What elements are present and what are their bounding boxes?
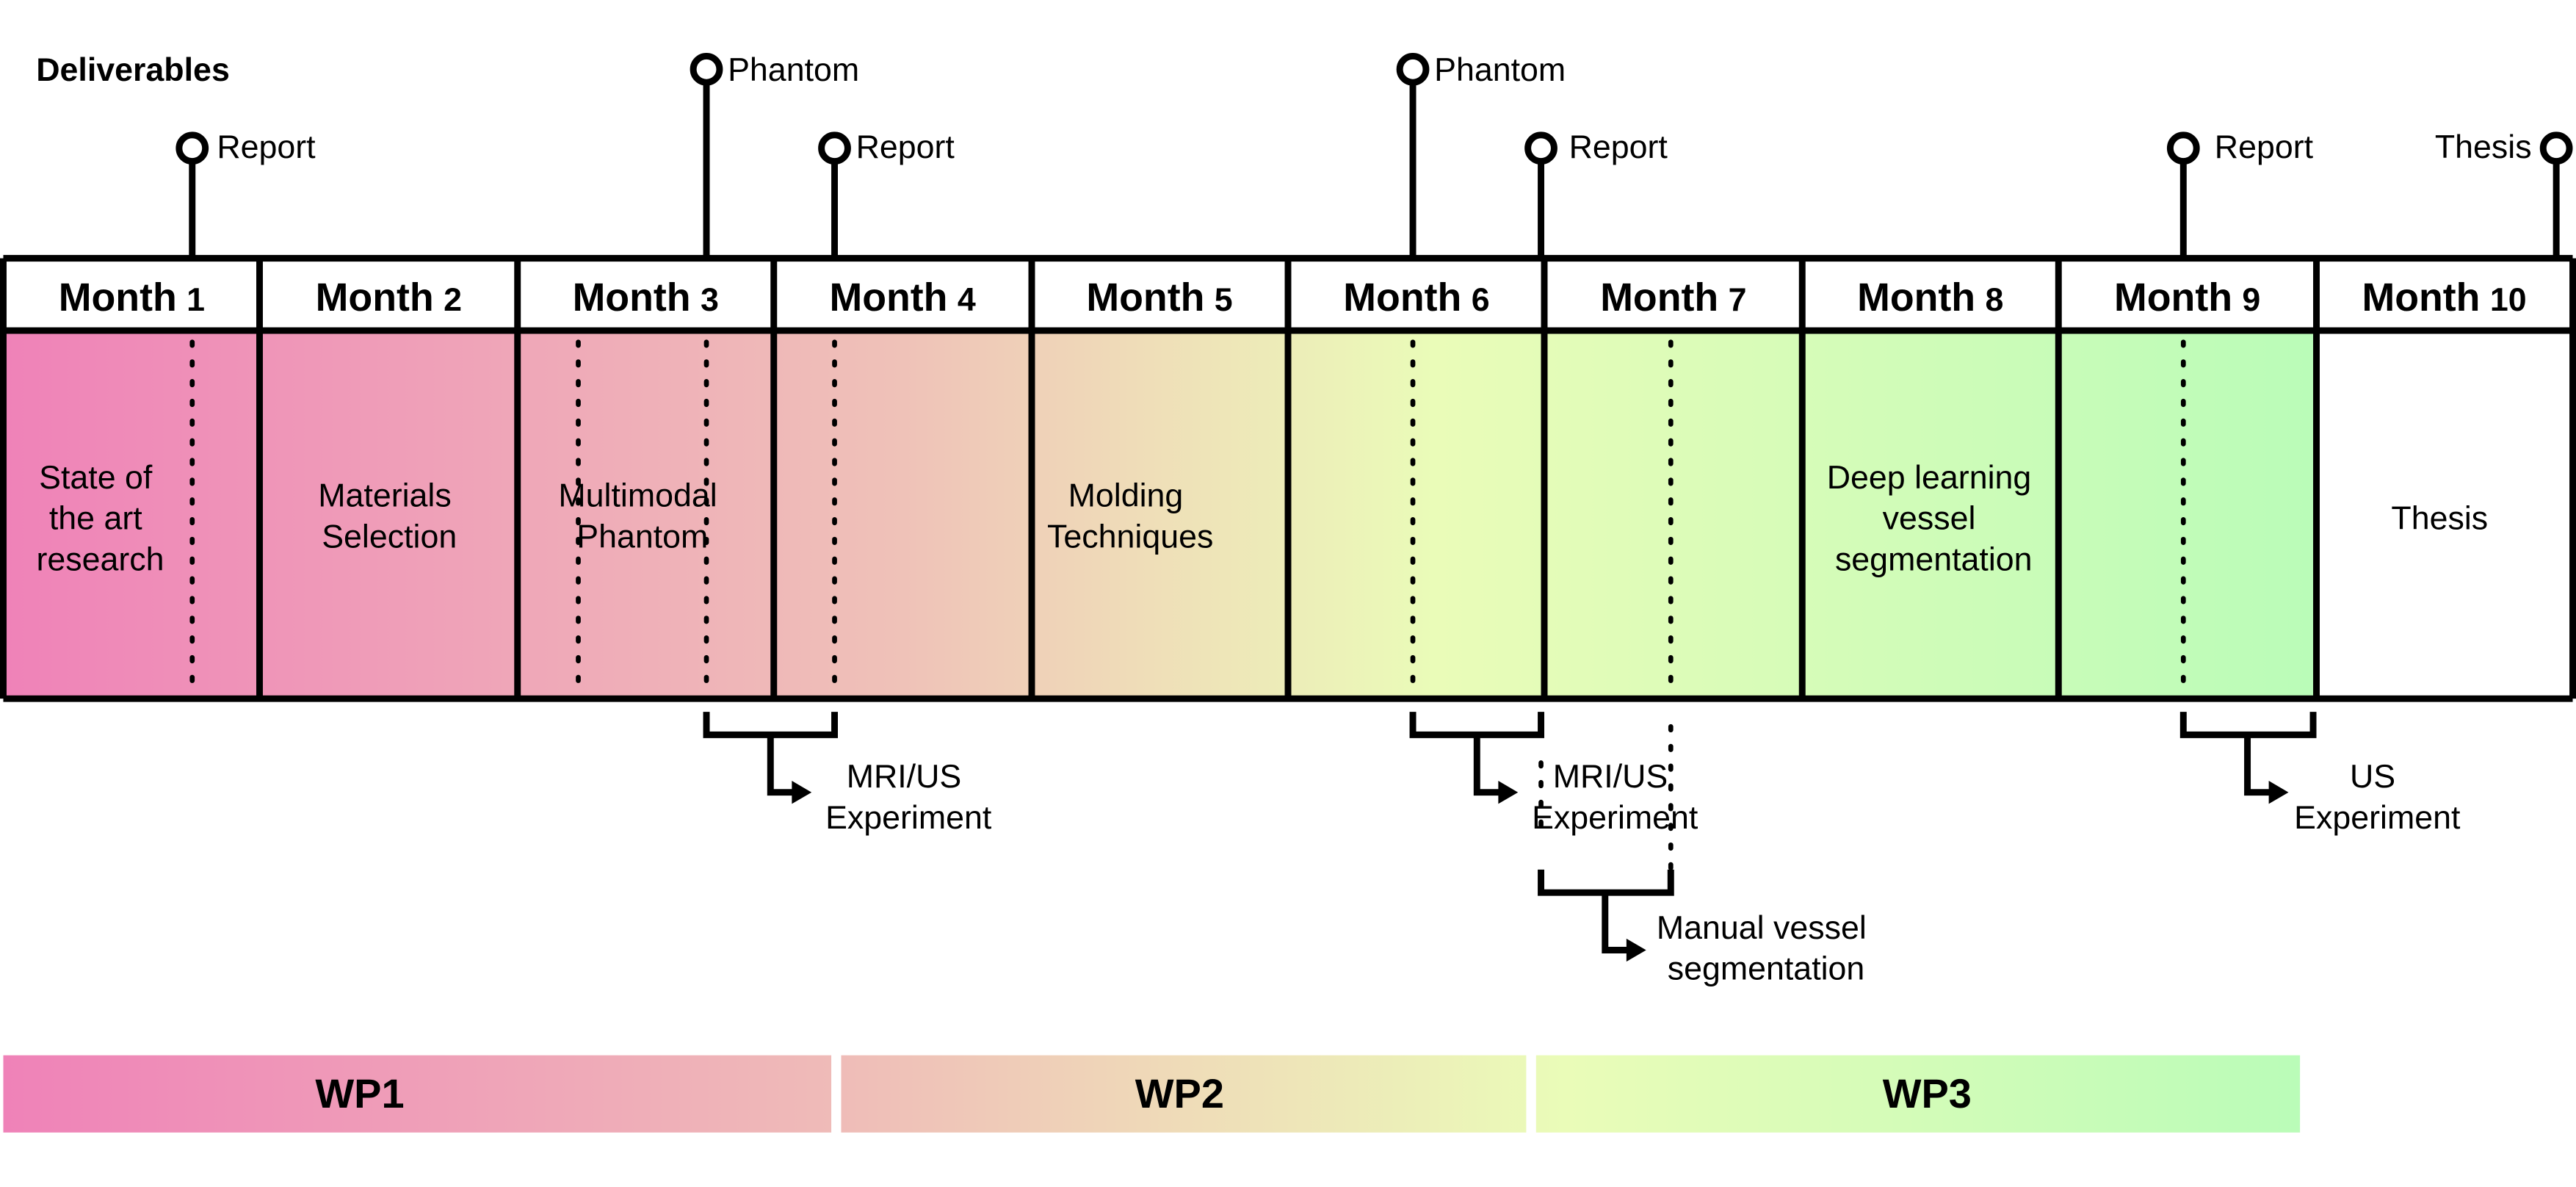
deliverable-label: Phantom: [728, 51, 859, 88]
arrow-heads: [792, 781, 2289, 962]
bracket: [1409, 712, 1545, 738]
wp3-label: WP3: [1883, 1070, 1972, 1116]
arrow-right-icon: [1498, 781, 1519, 804]
deliverable-label: Thesis: [2435, 129, 2532, 165]
deliverable-label: Report: [217, 129, 316, 165]
work-package-bar: [3, 1055, 2301, 1133]
task-multimodal-phantom: Multimodal Phantom: [558, 477, 726, 555]
pin-circle-icon: [2166, 131, 2200, 165]
pin-circle-icon: [1396, 52, 1430, 86]
experiment-label: MRI/US Experiment: [825, 758, 992, 836]
deliverable-pins: [176, 52, 2573, 259]
wp-labels: WP1 WP2 WP3: [315, 1070, 1972, 1116]
task-deep-learning: Deep learning vessel segmentation: [1827, 459, 2041, 578]
bracket-arrow: [2244, 735, 2273, 796]
month10-fill: [2313, 331, 2573, 699]
wp1-label: WP1: [315, 1070, 404, 1116]
experiment-label: US Experiment: [2294, 758, 2461, 836]
experiment-label: MRI/US Experiment: [1532, 758, 1698, 836]
deliverable-label: Phantom: [1434, 51, 1566, 88]
pin-circle-icon: [176, 131, 209, 165]
bracket: [1538, 869, 1674, 896]
pin-circle-icon: [2539, 131, 2573, 165]
pin-circle-icon: [1524, 131, 1557, 165]
wp-separator: [1526, 1052, 1536, 1138]
wp-separator: [831, 1052, 842, 1138]
task-molding-techniques: Molding Techniques: [1047, 477, 1213, 555]
arrow-right-icon: [2268, 781, 2289, 804]
task-label: State of the art research Materials Sele…: [36, 459, 2488, 578]
deliverable-labels: Report Phantom Report Phantom Report Rep…: [217, 51, 2531, 165]
bracket: [2179, 712, 2317, 738]
deliverable-label: Report: [2215, 129, 2314, 165]
timeline-gradient-fill: [3, 331, 2314, 699]
task-thesis: Thesis: [2391, 500, 2488, 537]
arrow-right-icon: [1626, 938, 1646, 962]
pin-circle-icon: [818, 131, 851, 165]
task-state-of-the-art: State of the art research: [36, 459, 164, 578]
experiment-brackets: [703, 712, 2317, 953]
bracket-arrow: [1473, 735, 1502, 796]
bracket: [703, 712, 838, 738]
column-lines: [0, 258, 2576, 699]
wp2-label: WP2: [1135, 1070, 1224, 1116]
pin-circle-icon: [690, 52, 723, 86]
deliverable-label: Report: [1569, 129, 1668, 165]
dotted-guides: [189, 339, 2186, 890]
arrow-right-icon: [792, 781, 812, 804]
experiment-label: Manual vessel segmentation: [1657, 909, 1875, 987]
experiment-labels: MRI/US Experiment MRI/US Experiment Manu…: [825, 758, 2461, 987]
bracket-arrow: [1602, 892, 1630, 953]
task-materials-selection: Materials Selection: [318, 477, 460, 555]
bracket-arrow: [767, 735, 795, 796]
deliverable-label: Report: [856, 129, 955, 165]
deliverables-title: Deliverables: [36, 51, 230, 88]
